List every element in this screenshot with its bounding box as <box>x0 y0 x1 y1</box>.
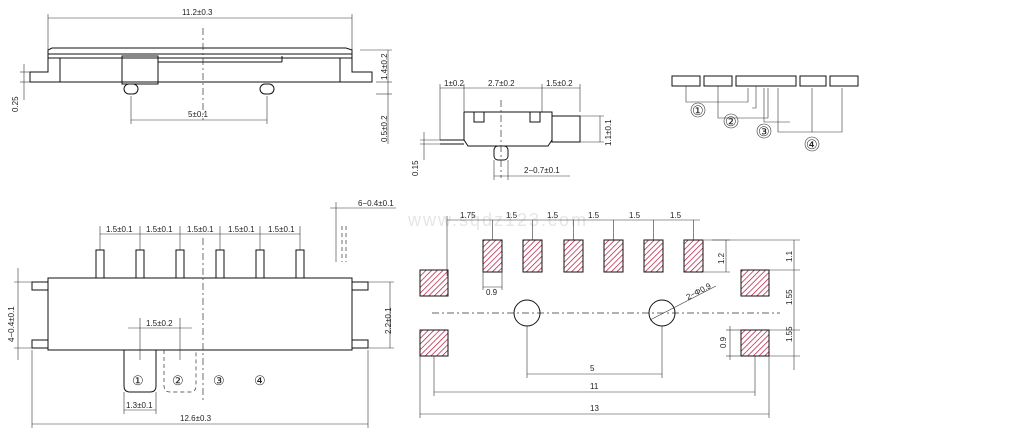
mount-pad-top-left <box>419 269 449 297</box>
pcb-pitch-3: 1.5 <box>588 211 600 220</box>
mount-pad-bottom-left <box>419 329 449 357</box>
pcb-pad-3 <box>563 239 584 273</box>
front-position-3: ③ <box>213 373 225 388</box>
front-pin-5 <box>255 249 265 279</box>
front-overall-length: 12.6±0.3 <box>180 414 212 423</box>
switch-schematic: ① ② ③ ④ <box>671 75 859 152</box>
pcb-pad-2 <box>522 239 543 273</box>
pcb-layout: 1.75 1.5 1.5 1.5 1.5 1.5 0.9 1.2 2−Φ0.9 … <box>419 211 800 418</box>
front-knob-width: 1.3±0.1 <box>126 401 153 410</box>
end-base-offset: 0.15 <box>411 160 420 176</box>
front-knob-pitch: 1.5±0.2 <box>146 319 173 328</box>
pcb-mount-pad: 0.9 <box>719 336 728 348</box>
front-position-2: ② <box>172 373 184 388</box>
front-body-height: 2.2±0.1 <box>384 307 393 334</box>
pcb-mount-pitch: 11 <box>590 382 599 391</box>
end-mid-width: 2.7±0.2 <box>488 79 515 88</box>
pcb-first-pitch: 1.75 <box>460 211 476 220</box>
end-view: 1±0.2 2.7±0.2 1.5±0.2 2−0.7±0.1 1.1±0.1 … <box>411 79 613 180</box>
front-pin-1 <box>95 249 105 279</box>
pcb-top-offset: 1.1 <box>785 250 794 262</box>
side-stem-pitch: 5±0.1 <box>188 110 209 119</box>
pcb-pitch-1: 1.5 <box>506 211 518 220</box>
schematic-position-2: ② <box>725 114 737 129</box>
pcb-pad-5 <box>643 239 664 273</box>
front-pitch-4: 1.5±0.1 <box>228 225 255 234</box>
pcb-row-pitch-2: 1.55 <box>785 326 794 342</box>
mount-pad-bottom-right <box>740 329 770 357</box>
side-overall-length: 11.2±0.3 <box>182 8 213 17</box>
side-height: 1.4±0.2 <box>380 53 389 80</box>
pcb-row-pitch-1: 1.55 <box>785 289 794 305</box>
front-side-pin-width: 4−0.4±0.1 <box>7 306 16 342</box>
front-pin-4 <box>215 249 225 279</box>
side-foot-offset: 0.25 <box>11 96 20 112</box>
front-pitch-1: 1.5±0.1 <box>106 225 133 234</box>
side-stem-height: 0.5±0.2 <box>380 115 389 142</box>
front-pin-width: 6−0.4±0.1 <box>358 199 394 208</box>
pcb-pitch-4: 1.5 <box>629 211 641 220</box>
front-pitch-3: 1.5±0.1 <box>187 225 214 234</box>
end-boss-diameter: 2−0.7±0.1 <box>524 166 560 175</box>
pcb-overall-width: 13 <box>590 404 599 413</box>
front-pitch-2: 1.5±0.1 <box>146 225 173 234</box>
front-position-4: ④ <box>254 373 266 388</box>
front-pin-6 <box>295 249 305 279</box>
pcb-pad-width: 0.9 <box>486 288 498 297</box>
front-pitch-5: 1.5±0.1 <box>268 225 295 234</box>
pcb-pad-4 <box>603 239 624 273</box>
pcb-pad-1 <box>482 239 503 273</box>
pcb-hole-pitch: 5 <box>590 364 595 373</box>
end-right-width: 1.5±0.2 <box>546 79 573 88</box>
schematic-position-4: ④ <box>806 137 818 152</box>
front-view: 1.5±0.1 1.5±0.1 1.5±0.1 1.5±0.1 1.5±0.1 … <box>7 199 396 428</box>
schematic-position-1: ① <box>692 103 704 118</box>
front-pin-3 <box>175 249 185 279</box>
end-left-width: 1±0.2 <box>444 79 465 88</box>
end-height: 1.1±0.1 <box>604 119 613 146</box>
pcb-pad-height: 1.2 <box>717 252 726 264</box>
pcb-hole: 2−Φ0.9 <box>685 281 713 302</box>
pcb-pitch-5: 1.5 <box>670 211 682 220</box>
front-pin-2 <box>135 249 145 279</box>
side-view: 11.2±0.3 5±0.1 1.4±0.2 0.5±0.2 <box>11 8 392 144</box>
pcb-pitch-2: 1.5 <box>547 211 559 220</box>
front-position-1: ① <box>132 373 144 388</box>
mount-pad-top-right <box>740 269 770 297</box>
schematic-position-3: ③ <box>758 124 770 139</box>
pcb-pad-6 <box>683 239 704 273</box>
